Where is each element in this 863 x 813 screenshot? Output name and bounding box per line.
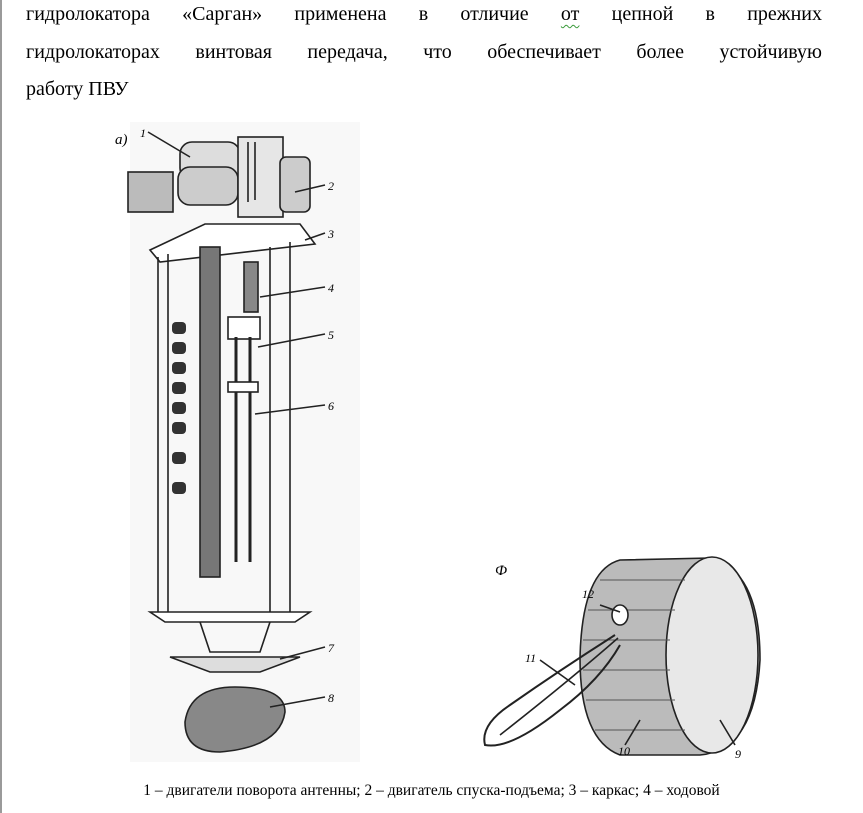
figure-caption: 1 – двигатели поворота антенны; 2 – двиг… [143, 782, 720, 799]
callout: 1 [140, 126, 146, 140]
text-run: цепной в прежних [579, 3, 823, 25]
callout: 10 [618, 744, 630, 758]
callout: 4 [328, 281, 334, 295]
callout: 3 [327, 227, 334, 241]
paragraph-line: гидролокатора «Сарган» применена в отлич… [26, 0, 822, 34]
paragraph-line: работу ПВУ [26, 78, 129, 100]
callout: 7 [328, 641, 335, 655]
figure-b-label: Ф [495, 563, 507, 579]
spellcheck-word[interactable]: от [560, 3, 580, 25]
callout: 6 [328, 399, 334, 413]
paragraph-line: гидролокаторах винтовая передача, что об… [26, 40, 822, 63]
figure-hoist-device: а) 1 2 3 4 5 6 7 8 [115, 122, 360, 762]
callout: 2 [328, 179, 334, 193]
figure-a-label: а) [115, 132, 128, 148]
callout: 9 [735, 747, 741, 761]
text-run: гидролокатора «Сарган» применена в отлич… [26, 3, 561, 25]
callout: 11 [525, 651, 536, 665]
body-paragraph: гидролокатора «Сарган» применена в отлич… [26, 0, 822, 109]
callout: 5 [328, 328, 334, 342]
page-edge [0, 0, 2, 813]
figure-antenna: Ф 9 10 11 12 [483, 556, 761, 761]
callout: 8 [328, 691, 334, 705]
callout: 12 [582, 587, 594, 601]
